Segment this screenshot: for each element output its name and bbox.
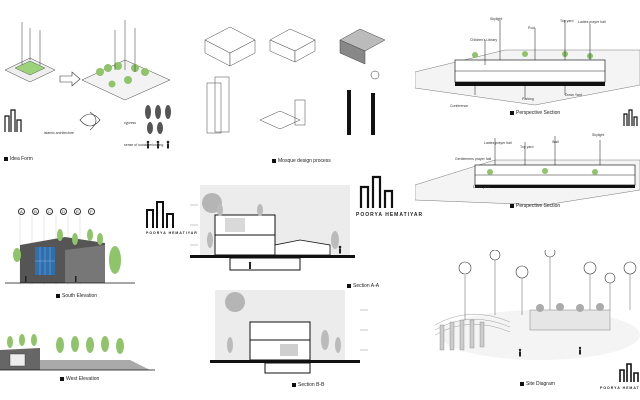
- grid-letter: D: [60, 208, 67, 215]
- label-wall: Wall: [552, 140, 559, 144]
- label-skylight-bottom: Skylight: [592, 133, 605, 137]
- bullet-square-icon: [272, 159, 276, 163]
- logo-mark-small: [4, 109, 22, 132]
- bullet-square-icon: [510, 111, 514, 115]
- grid-letter: C: [46, 208, 53, 215]
- logo-mark-top-right: [623, 109, 638, 126]
- logo-mark-mid: [359, 175, 394, 208]
- road-icon: [604, 272, 616, 284]
- bullet-square-icon: [60, 377, 64, 381]
- bullet-square-icon: [520, 382, 524, 386]
- perspective-section-bottom: [415, 136, 640, 206]
- section-bb-drawing: [210, 290, 368, 374]
- logo-mark-bottom-right: [619, 363, 639, 382]
- label-down-yard-top: Down Yard: [565, 93, 582, 97]
- grid-letter: F: [88, 208, 95, 215]
- bullet-square-icon: [56, 294, 60, 298]
- section-aa-drawing: [190, 185, 355, 271]
- grid-letter: A: [18, 208, 25, 215]
- label-ladies-prayer-hall-top: Ladies prayer hall: [578, 20, 606, 24]
- label-cypress: cypress: [124, 121, 137, 125]
- label-islamic-architecture: islamic architecture: [44, 131, 74, 135]
- car-icon: [515, 265, 529, 279]
- tower-icon: [623, 261, 637, 275]
- south-elevation-drawing: [5, 215, 135, 285]
- caption-site-diagram: Site Diagram: [520, 381, 555, 387]
- caption-west-elevation: West Elevation: [60, 376, 99, 382]
- caption-section-bb: Section B-B: [292, 382, 324, 388]
- caption-section-aa: Section A-A: [347, 283, 379, 289]
- logo-text-bottom-right: POORYA HEMATIYAR: [600, 386, 640, 390]
- bullet-square-icon: [347, 284, 351, 288]
- label-ladies-prayer-hall-bottom: Ladies prayer hall: [484, 141, 512, 145]
- label-skylight-top: Skylight: [490, 17, 503, 21]
- bullet-square-icon: [510, 204, 514, 208]
- bird-icon: [458, 261, 472, 275]
- site-diagram-drawing: [434, 250, 640, 360]
- grid-letter: E: [74, 208, 81, 215]
- logo-text-mid: POORYA HEMATIYAR: [356, 212, 424, 218]
- grid-letter: B: [32, 208, 39, 215]
- bullet-square-icon: [4, 157, 8, 161]
- caption-mosque-design-process: Mosque design process: [272, 158, 331, 164]
- bullet-square-icon: [292, 383, 296, 387]
- location-icon: [489, 250, 501, 261]
- caption-south-elevation: South Elevation: [56, 293, 97, 299]
- perspective-section-top: [415, 20, 640, 106]
- label-down-yard-bottom: Down yard: [473, 185, 490, 189]
- caption-perspective-section-bottom: Perspective Section: [510, 203, 560, 209]
- idea-form-diagram: [4, 20, 171, 149]
- logo-text-center: POORYA HEMATIYAR: [146, 231, 198, 235]
- label-childrens-library-top: Children's Library: [470, 38, 498, 42]
- grid-letters: A B C D E F: [18, 208, 95, 215]
- label-social-belonging: sense of social belonging: [124, 143, 164, 147]
- label-conference: Conference: [450, 104, 469, 108]
- label-pool: Pool: [528, 26, 536, 30]
- label-top-yard-bottom: Top yard: [520, 145, 534, 149]
- logo-mark-center: [146, 201, 174, 228]
- label-parking: Parking: [522, 97, 534, 101]
- pin-icon: [583, 261, 597, 275]
- west-elevation-drawing: [0, 334, 155, 371]
- label-top-yard-top: Top yard: [560, 19, 574, 23]
- caption-idea-form: Idea Form: [4, 156, 33, 162]
- building-icon: [544, 250, 556, 258]
- label-gentlemens-prayer-hall: Gentlemens prayer hall: [455, 157, 492, 161]
- mosque-design-process-diagram: [204, 26, 386, 135]
- caption-perspective-section-top: Perspective Section: [510, 110, 560, 116]
